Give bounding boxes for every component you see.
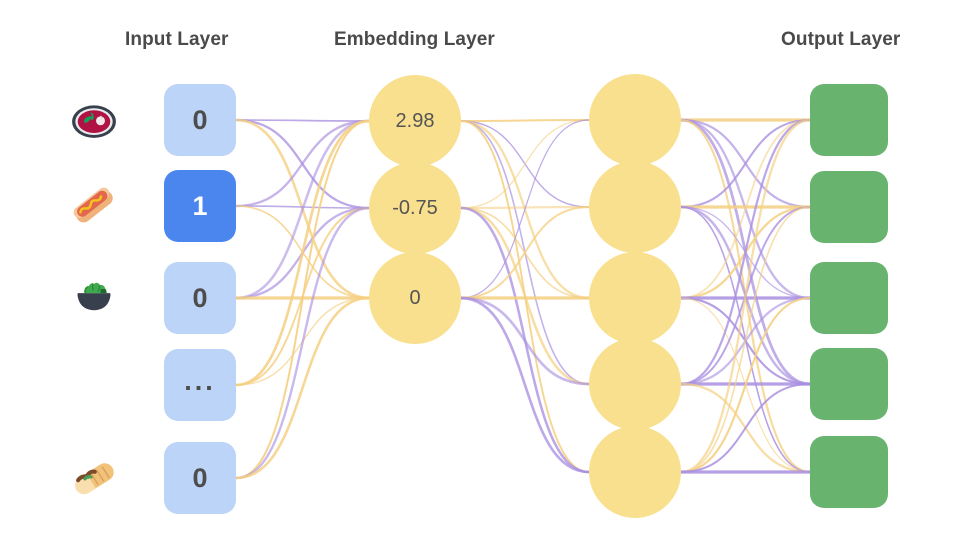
salad-bowl-icon bbox=[68, 272, 120, 324]
embedding-node-2[interactable]: 0 bbox=[369, 252, 461, 344]
input-node-4[interactable]: 0 bbox=[164, 442, 236, 514]
input-node-0[interactable]: 0 bbox=[164, 84, 236, 156]
output-node-4[interactable] bbox=[810, 436, 888, 508]
output-node-1[interactable] bbox=[810, 171, 888, 243]
hidden-node-4[interactable] bbox=[589, 426, 681, 518]
input-node-ellipsis[interactable]: ... bbox=[164, 349, 236, 421]
input-node-1-value: 1 bbox=[192, 190, 208, 221]
hidden-node-3[interactable] bbox=[589, 338, 681, 430]
output-node-2[interactable] bbox=[810, 262, 888, 334]
input-node-2[interactable]: 0 bbox=[164, 262, 236, 334]
output-layer-title: Output Layer bbox=[781, 29, 901, 50]
embedding-layer-title: Embedding Layer bbox=[334, 29, 495, 50]
input-node-4-value: 0 bbox=[192, 462, 208, 493]
output-node-3[interactable] bbox=[810, 348, 888, 420]
hidden-node-0[interactable] bbox=[589, 74, 681, 166]
input-node-1[interactable]: 1 bbox=[164, 170, 236, 242]
hidden-node-2[interactable] bbox=[589, 252, 681, 344]
hidden-node-1[interactable] bbox=[589, 161, 681, 253]
input-node-0-value: 0 bbox=[192, 104, 208, 135]
input-node-2-value: 0 bbox=[192, 282, 208, 313]
beet-soup-bowl-icon bbox=[68, 94, 120, 146]
input-layer-title: Input Layer bbox=[125, 29, 229, 50]
embedding-node-1[interactable]: -0.75 bbox=[369, 162, 461, 254]
input-node-3-value: ... bbox=[184, 365, 216, 396]
embedding-node-0[interactable]: 2.98 bbox=[369, 75, 461, 167]
embedding-node-1-value: -0.75 bbox=[392, 196, 438, 219]
hot-dog-icon bbox=[68, 180, 120, 232]
output-node-0[interactable] bbox=[810, 84, 888, 156]
burrito-icon bbox=[68, 452, 120, 504]
embedding-node-2-value: 0 bbox=[409, 286, 421, 309]
embedding-node-0-value: 2.98 bbox=[395, 109, 435, 132]
